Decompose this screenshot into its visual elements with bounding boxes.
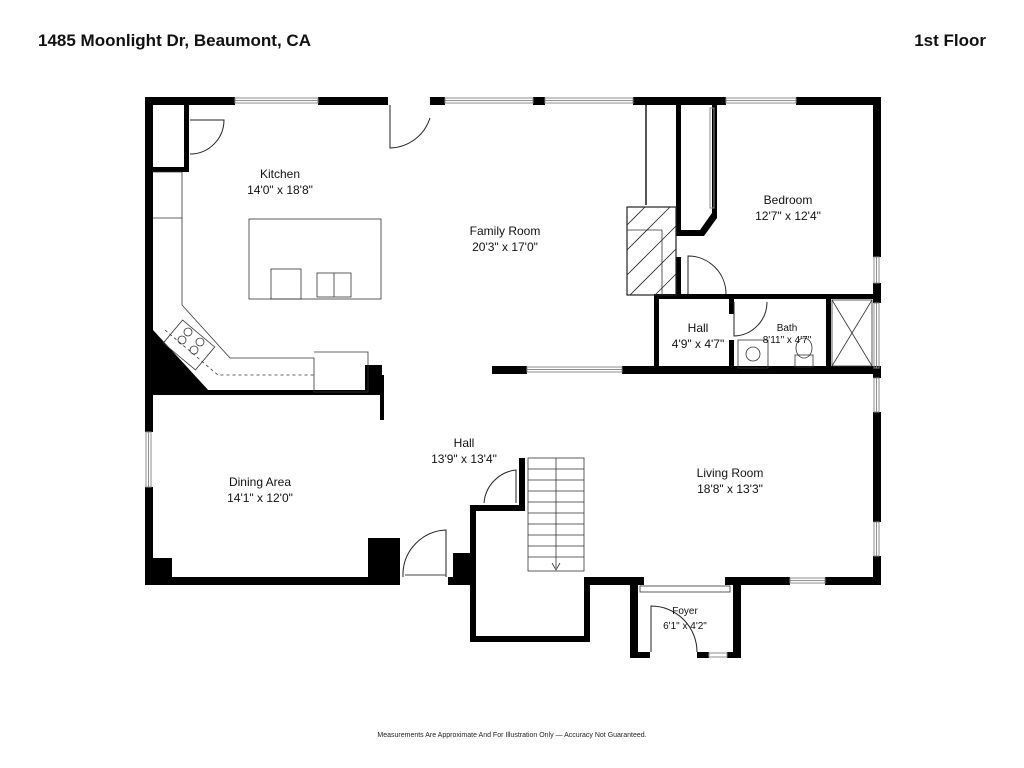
room-name-kitchen: Kitchen <box>260 167 300 181</box>
room-name-hall-small: Hall <box>688 321 709 335</box>
floor-label: 1st Floor <box>914 31 986 50</box>
room-name-hall-main: Hall <box>454 436 475 450</box>
room-size-family-room: 20'3" x 17'0" <box>472 240 538 254</box>
room-size-living-room: 18'8" x 13'3" <box>697 482 763 496</box>
fixtures <box>153 171 873 593</box>
room-size-hall-main: 13'9" x 13'4" <box>431 452 497 466</box>
room-size-kitchen: 14'0" x 18'8" <box>247 183 313 197</box>
room-size-dining-area: 14'1" x 12'0" <box>227 491 293 505</box>
room-size-foyer: 6'1" x 4'2" <box>663 621 707 632</box>
doors <box>189 105 768 653</box>
room-name-living-room: Living Room <box>697 466 764 480</box>
room-name-family-room: Family Room <box>470 224 541 238</box>
measurement-disclaimer: Measurements Are Approximate And For Ill… <box>377 732 647 739</box>
room-name-foyer: Foyer <box>672 606 698 617</box>
room-labels: Kitchen 14'0" x 18'8" Family Room 20'3" … <box>227 167 821 632</box>
room-size-bedroom: 12'7" x 12'4" <box>755 209 821 223</box>
room-size-hall-small: 4'9" x 4'7" <box>672 337 724 351</box>
walls <box>145 97 881 658</box>
room-size-bath: 8'11" x 4'7" <box>763 335 812 346</box>
windows <box>145 97 880 658</box>
room-name-dining-area: Dining Area <box>229 475 291 489</box>
property-address: 1485 Moonlight Dr, Beaumont, CA <box>38 31 311 50</box>
room-name-bath: Bath <box>777 323 798 334</box>
room-name-bedroom: Bedroom <box>764 193 813 207</box>
